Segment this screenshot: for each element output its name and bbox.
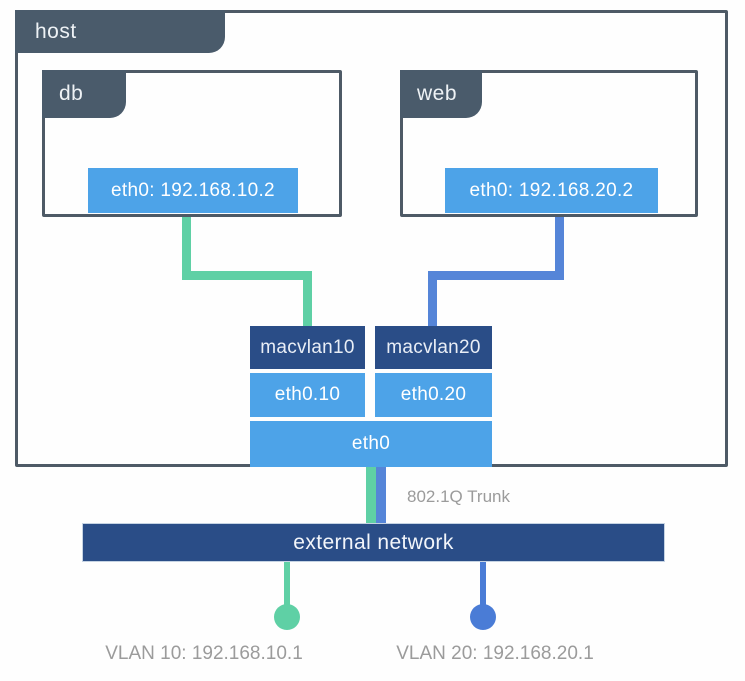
vlan10-gateway-dot bbox=[274, 604, 300, 630]
db-link-segment-vertical1 bbox=[182, 217, 191, 280]
eth0-10-label: eth0.10 bbox=[274, 384, 341, 405]
web-eth0-label: eth0: 192.168.20.2 bbox=[469, 179, 634, 201]
web-link-segment-vertical1 bbox=[555, 217, 564, 280]
db-link-segment-vertical2 bbox=[303, 271, 312, 326]
external-network-bar: external network bbox=[82, 523, 665, 562]
eth0-20-label: eth0.20 bbox=[400, 384, 467, 405]
db-container-box bbox=[42, 70, 342, 217]
db-eth0-label: eth0: 192.168.10.2 bbox=[111, 179, 275, 201]
host-tab: host bbox=[15, 10, 225, 53]
db-label: db bbox=[59, 82, 84, 105]
web-eth0-node: eth0: 192.168.20.2 bbox=[445, 168, 658, 213]
eth0-20-node: eth0.20 bbox=[375, 373, 492, 417]
eth0-10-node: eth0.10 bbox=[250, 373, 365, 417]
vlan10-gateway-label: VLAN 10: 192.168.10.1 bbox=[105, 643, 303, 664]
eth0-parent-node: eth0 bbox=[250, 421, 492, 467]
web-tab: web bbox=[400, 70, 482, 118]
trunk-line-green bbox=[366, 465, 376, 524]
web-link-segment-vertical2 bbox=[428, 271, 437, 326]
vlan20-gateway-dot bbox=[470, 604, 496, 630]
db-eth0-node: eth0: 192.168.10.2 bbox=[88, 168, 298, 213]
macvlan10-label: macvlan10 bbox=[260, 336, 355, 358]
trunk-line-blue bbox=[376, 465, 386, 524]
macvlan20-label: macvlan20 bbox=[386, 336, 481, 358]
eth0-parent-label: eth0 bbox=[351, 433, 391, 454]
vlan20-drop-line bbox=[480, 562, 486, 608]
db-link-segment-horizontal bbox=[182, 271, 312, 280]
web-label: web bbox=[417, 82, 458, 105]
host-label: host bbox=[35, 19, 77, 43]
db-tab: db bbox=[42, 70, 126, 118]
external-network-label: external network bbox=[293, 530, 454, 554]
macvlan20-node: macvlan20 bbox=[375, 326, 492, 369]
vlan10-drop-line bbox=[284, 562, 290, 608]
vlan20-gateway-label: VLAN 20: 192.168.20.1 bbox=[396, 643, 594, 664]
web-container-box bbox=[400, 70, 698, 217]
macvlan10-node: macvlan10 bbox=[250, 326, 365, 369]
trunk-label: 802.1Q Trunk bbox=[407, 487, 511, 506]
web-link-segment-horizontal bbox=[428, 271, 564, 280]
